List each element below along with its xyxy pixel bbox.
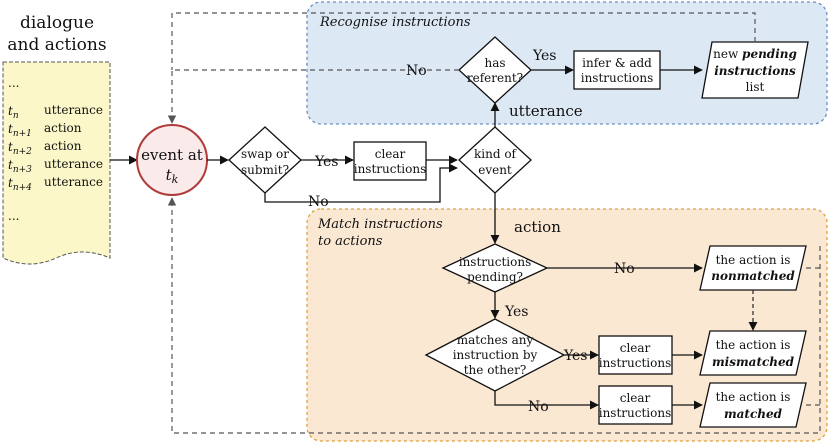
clear-top-line2: instructions <box>354 162 427 176</box>
infer-add-instructions-box <box>573 50 661 90</box>
referent-label-line2: referent? <box>467 71 523 85</box>
clear-bot-line2: instructions <box>599 406 672 420</box>
recognise-region-title: Recognise instructions <box>319 15 471 30</box>
panel-row-kind: utterance <box>44 103 103 117</box>
referent-no-label: No <box>406 63 427 79</box>
pending-list-line3: list <box>746 80 765 94</box>
clear-instructions-mid <box>598 335 673 375</box>
mismatched-output <box>699 330 807 376</box>
loop-list-to-event <box>171 12 756 70</box>
pending-list-line2: instructions <box>714 64 796 78</box>
panel-ellipsis-bottom: ... <box>8 209 19 223</box>
matches-label-line1: matches any <box>457 333 534 347</box>
matches-label-line2: instruction by <box>453 348 538 362</box>
matched-line2: matched <box>724 407 783 421</box>
pending-list-output <box>701 41 809 99</box>
kind-label-line1: kind of <box>474 147 518 161</box>
swap-yes-label: Yes <box>314 154 339 170</box>
referent-yes-label: Yes <box>532 48 557 64</box>
pending-label-line1: instructions <box>459 255 532 269</box>
matched-output <box>699 382 807 428</box>
utterance-edge-label: utterance <box>509 102 583 120</box>
swap-label-line1: swap or <box>241 147 289 161</box>
swap-no-label: No <box>308 194 329 210</box>
arrow-swap-no-to-kind <box>264 163 458 203</box>
kind-of-event-decision <box>458 126 532 194</box>
mismatched-line1: the action is <box>716 338 791 352</box>
infer-line2: instructions <box>581 71 654 85</box>
clear-instructions-bottom <box>598 385 673 425</box>
document-shape <box>2 61 111 265</box>
match-region-title-line2: to actions <box>318 234 383 249</box>
panel-row-kind: utterance <box>44 175 103 189</box>
panel-row-kind: action <box>44 121 82 135</box>
pending-yes-label: Yes <box>504 304 529 320</box>
panel-row-time: tn <box>8 104 19 121</box>
kind-label-line2: event <box>478 163 512 177</box>
clear-mid-line1: clear <box>620 341 651 355</box>
dialogue-actions-panel: dialogue and actions ... tn utterance tn… <box>2 13 111 265</box>
matches-yes-label: Yes <box>563 348 588 364</box>
referent-label-line1: has <box>484 56 505 70</box>
mismatched-line2: mismatched <box>712 355 795 369</box>
clear-mid-line2: instructions <box>599 356 672 370</box>
pending-no-label: No <box>614 261 635 277</box>
pending-list-line1: new pending <box>713 47 797 61</box>
panel-row-kind: action <box>44 139 82 153</box>
nonmatched-line2: nonmatched <box>711 269 795 283</box>
arrow-matches-no-to-clear <box>494 391 599 410</box>
clear-top-line1: clear <box>375 147 406 161</box>
loop-outputs-to-event <box>167 197 821 434</box>
action-edge-label: action <box>514 218 561 236</box>
matched-line1: the action is <box>716 390 791 404</box>
clear-bot-line1: clear <box>620 391 651 405</box>
panel-title-line2: and actions <box>7 35 106 55</box>
matches-label-line3: the other? <box>464 363 527 377</box>
recognise-instructions-region <box>306 1 828 125</box>
swap-label-line2: submit? <box>241 163 289 177</box>
matches-no-label: No <box>528 399 549 415</box>
nonmatched-output <box>699 245 807 291</box>
panel-row-kind: utterance <box>44 157 103 171</box>
event-label-line1: event at <box>141 146 203 164</box>
panel-ellipsis-top: ... <box>8 76 19 90</box>
clear-instructions-top <box>353 141 427 181</box>
panel-title-line1: dialogue <box>20 13 94 33</box>
pending-label-line2: pending? <box>467 270 523 284</box>
nonmatched-line1: the action is <box>716 253 791 267</box>
match-region-title-line1: Match instructions <box>317 217 443 232</box>
infer-line1: infer & add <box>582 56 652 70</box>
